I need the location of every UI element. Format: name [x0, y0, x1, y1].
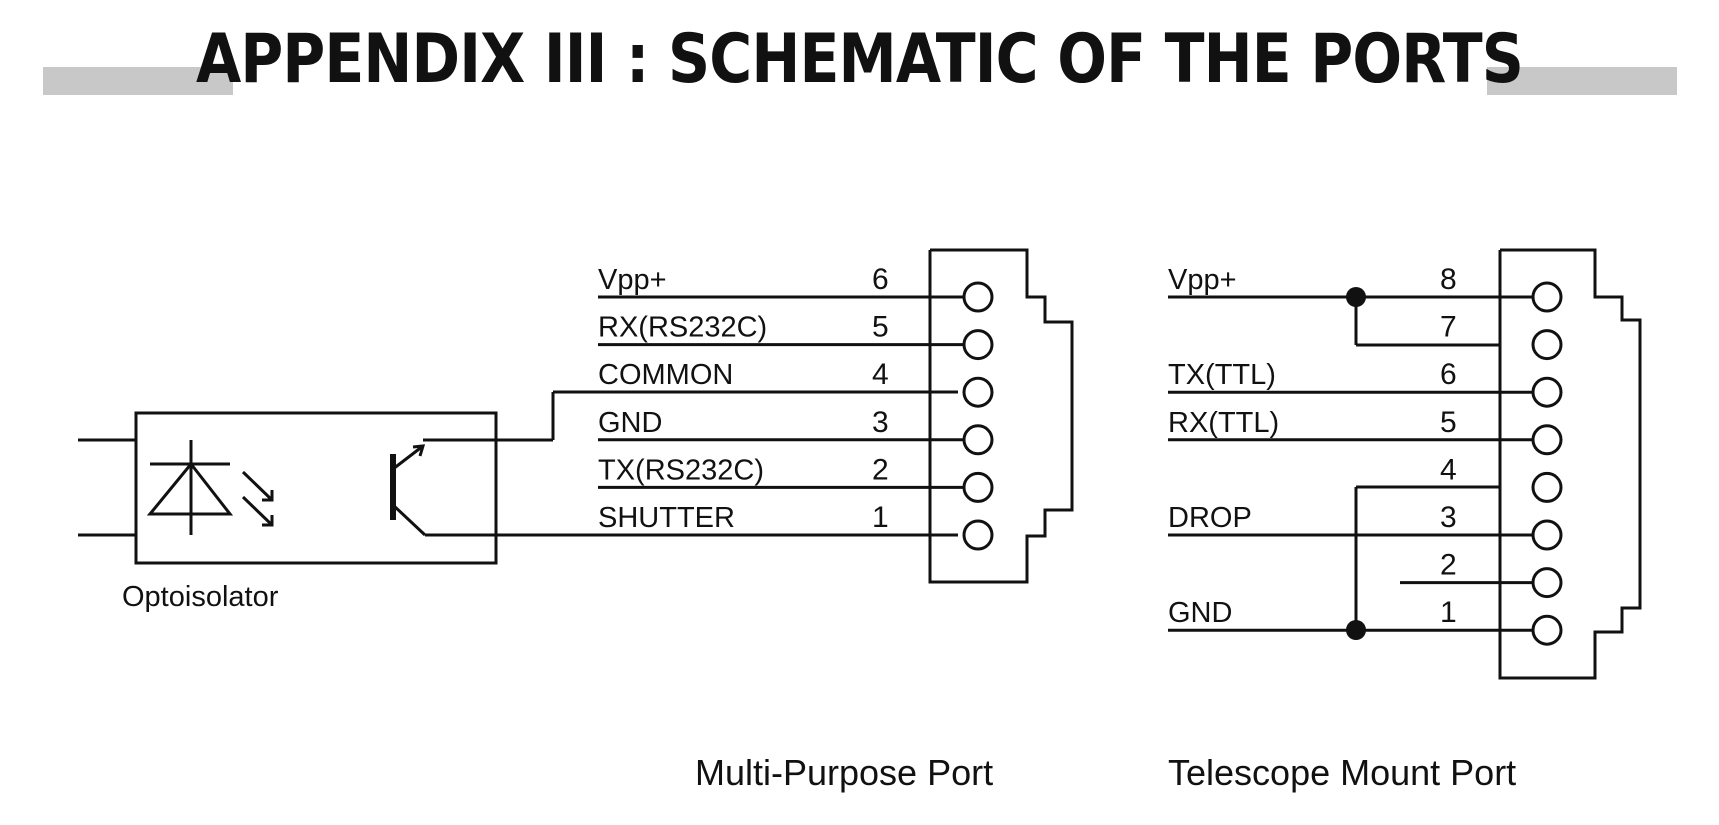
phototransistor-symbol	[390, 390, 958, 537]
pin-number: 7	[1440, 311, 1457, 344]
pin-label: COMMON	[598, 359, 733, 391]
pin-circle-2	[1531, 567, 1563, 599]
pin-number: 3	[1440, 501, 1457, 534]
pin-number: 4	[1440, 453, 1457, 486]
pin-label: Vpp+	[1168, 264, 1237, 296]
multi-purpose-wires	[598, 295, 964, 489]
pin-number: 2	[1440, 549, 1457, 582]
title-left-bar	[43, 67, 233, 95]
pin-label: DROP	[1168, 502, 1252, 534]
optoisolator-label: Optoisolator	[122, 581, 279, 613]
pin-circle-3	[1531, 519, 1563, 551]
pin-number: 3	[872, 406, 889, 439]
title-right-bar	[1487, 67, 1677, 95]
telescope-caption: Telescope Mount Port	[1168, 752, 1516, 793]
gnd-junction-dot	[1346, 620, 1366, 640]
vpp-junction-dot	[1346, 287, 1366, 307]
telescope-connector-body	[1498, 248, 1642, 680]
pin-circle-4	[1531, 471, 1563, 503]
multi-purpose-caption: Multi-Purpose Port	[695, 752, 993, 793]
pin-circle-3	[962, 424, 994, 456]
pin-circle-7	[1531, 329, 1563, 361]
pin-number: 6	[1440, 358, 1457, 391]
led-diode-symbol	[146, 440, 234, 535]
pin-number: 2	[872, 453, 889, 486]
pin-circle-4	[962, 376, 994, 408]
light-emission-arrows	[241, 470, 274, 527]
pin-number: 5	[872, 311, 889, 344]
pin-number: 8	[1440, 263, 1457, 296]
pin-label: GND	[1168, 597, 1232, 629]
pin-number: 6	[872, 263, 889, 296]
optoisolator-box	[134, 411, 498, 565]
pin-label: Vpp+	[598, 264, 667, 296]
pin-label: TX(RS232C)	[598, 454, 764, 486]
telescope-wires	[1168, 295, 1533, 632]
pin-number: 1	[1440, 596, 1457, 629]
pin-circle-2	[962, 471, 994, 503]
multi-purpose-connector-body	[928, 248, 1074, 584]
pin-number: 1	[872, 501, 889, 534]
multi-purpose-pins	[962, 281, 994, 551]
pin-circle-1	[1531, 614, 1563, 646]
pin-circle-5	[1531, 424, 1563, 456]
optoisolator	[78, 390, 958, 565]
pin-label: RX(RS232C)	[598, 312, 767, 344]
pin-label: SHUTTER	[598, 502, 735, 534]
pin-circle-1	[962, 519, 994, 551]
pin-label: TX(TTL)	[1168, 359, 1276, 391]
pin-number: 4	[872, 358, 889, 391]
pin-label: RX(TTL)	[1168, 407, 1279, 439]
pin-circle-5	[962, 329, 994, 361]
page-title: APPENDIX III : SCHEMATIC OF THE PORTS	[195, 20, 1524, 99]
pin-circle-6	[962, 281, 994, 313]
pin-circle-8	[1531, 281, 1563, 313]
telescope-pins	[1531, 281, 1563, 646]
pin-circle-6	[1531, 376, 1563, 408]
pin-number: 5	[1440, 406, 1457, 439]
pin-label: GND	[598, 407, 662, 439]
